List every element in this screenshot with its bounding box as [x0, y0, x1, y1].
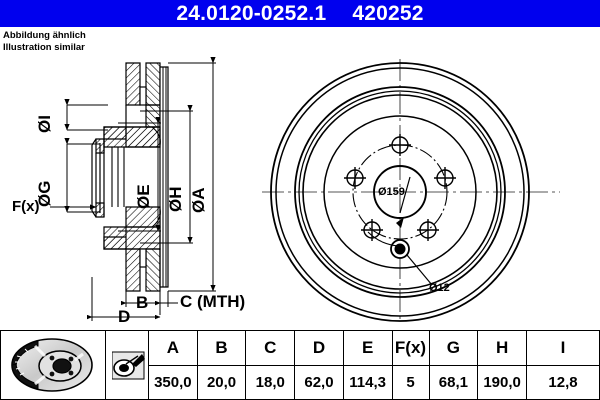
value-I: 12,8: [526, 364, 600, 400]
column-header-H: H: [477, 330, 527, 366]
cross-section-view: [91, 62, 169, 292]
disc-thickness-gauge-icon: [106, 331, 148, 399]
column-header-E: E: [342, 330, 393, 366]
column-header-I: I: [526, 330, 600, 366]
callout-locating-hole: Ø12: [429, 282, 450, 294]
brake-disc-icon-svg: [11, 338, 93, 392]
dim-label-Fx: F(x): [12, 198, 40, 215]
illustration-note-en: Illustration similar: [3, 41, 85, 53]
column-header-Fx: F(x): [391, 330, 430, 366]
drawing-svg: [50, 57, 560, 323]
value-H: 190,0: [477, 364, 527, 400]
value-Fx: 5: [391, 364, 430, 400]
dim-label-I: ØI: [35, 115, 54, 133]
dim-label-C: C (MTH): [180, 292, 246, 311]
value-D: 62,0: [294, 364, 344, 400]
dim-label-D: D: [118, 307, 131, 326]
table-value-row: 350,0 20,0 18,0 62,0 114,3 5 68,1 190,0 …: [1, 364, 600, 400]
dim-label-A: ØA: [189, 187, 208, 214]
column-header-D: D: [294, 330, 344, 366]
dim-label-H: ØH: [166, 186, 185, 213]
tool-icon-cell: [105, 330, 149, 400]
drawing-area: ØI ØG ØE ØH ØA F(x) B C (MTH) D Ø159 Ø12: [0, 27, 600, 327]
column-header-C: C: [245, 330, 296, 366]
illustration-note-de: Abbildung ähnlich: [3, 30, 86, 41]
specification-table: A B C D E F(x) G H I 350,0 20,0 18,0 62,…: [0, 330, 600, 400]
value-G: 68,1: [428, 364, 479, 400]
value-E: 114,3: [342, 364, 393, 400]
section-dimension-lines: [50, 57, 216, 321]
value-A: 350,0: [148, 364, 198, 400]
illustration-note: Abbildung ähnlich Illustration similar: [3, 30, 86, 53]
tool-icon-svg: [112, 351, 145, 380]
column-header-A: A: [148, 330, 198, 366]
callout-hub-bore: Ø159: [378, 186, 405, 198]
face-view: [262, 59, 560, 323]
header-bar: 24.0120-0252.1 420252: [0, 0, 600, 27]
value-B: 20,0: [196, 364, 247, 400]
part-number: 24.0120-0252.1: [176, 2, 327, 25]
column-header-B: B: [196, 330, 247, 366]
dim-label-E: ØE: [134, 184, 153, 209]
article-number: 420252: [352, 2, 424, 25]
dim-label-B: B: [136, 293, 149, 312]
brake-disc-icon: [1, 331, 105, 399]
brake-disc-icon-cell: [0, 330, 106, 400]
column-header-G: G: [428, 330, 479, 366]
table-header-row: A B C D E F(x) G H I: [0, 330, 600, 400]
value-C: 18,0: [245, 364, 296, 400]
